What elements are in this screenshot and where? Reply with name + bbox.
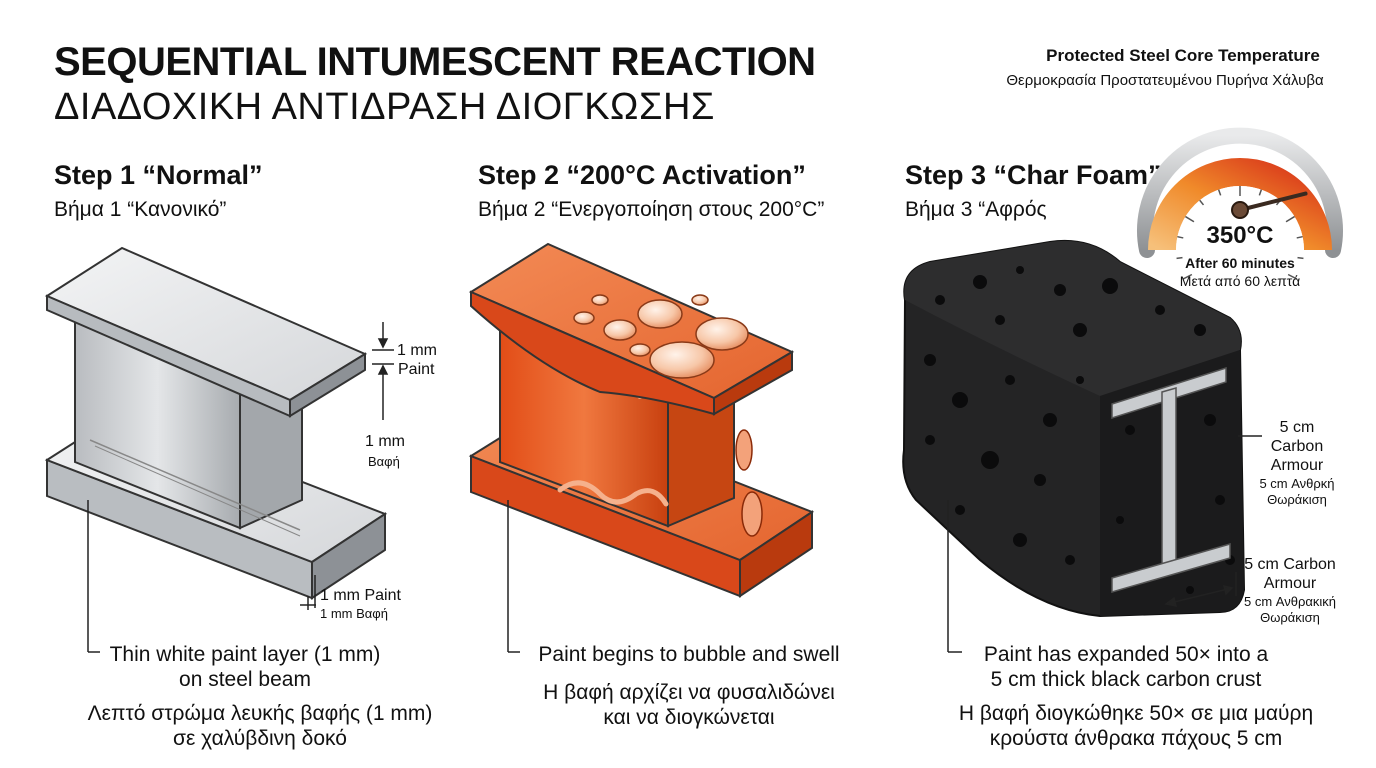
beam1-dimension-lines: [87, 322, 394, 653]
main-subtitle: ΔΙΑΔΟΧΙΚΗ ΑΝΤΙΔΡΑΣΗ ΔΙΟΓΚΩΣΗΣ: [54, 86, 715, 128]
gauge-value: 350°C: [1206, 222, 1274, 249]
step1-subtitle: Βήμα 1 “Κανονικό”: [54, 198, 227, 221]
block3-right-label-2: Armour: [1270, 457, 1324, 474]
gauge-tick: [1285, 215, 1295, 223]
step1-caption-gr-1: Λεπτό στρώμα λευκής βαφής (1 mm): [87, 702, 433, 725]
step2-subtitle: Βήμα 2 “Ενεργοποίηση στους 200°C”: [478, 198, 825, 221]
step1-title: Step 1 “Normal”: [54, 160, 263, 190]
beam1-top-thickness: 1 mm: [397, 342, 437, 359]
gauge-subtitle: Θερμοκρασία Προστατευμένου Πυρήνα Χάλυβα: [1006, 72, 1324, 89]
block3-bottom-label-2: Armour: [1263, 575, 1317, 592]
beam1-bottom-label-gr: 1 mm Βαφή: [320, 606, 388, 621]
step2-title: Step 2 “200°C Activation”: [478, 160, 806, 190]
step3-title: Step 3 “Char Foam”: [905, 160, 1162, 190]
gauge-tick: [1287, 273, 1298, 280]
block3-bottom-label-1: 5 cm Carbon: [1244, 556, 1336, 573]
step3-subtitle: Βήμα 3 “Αφρός: [905, 198, 1047, 221]
gauge-tick: [1217, 189, 1222, 196]
beam1-top-label: Paint: [398, 361, 435, 378]
gauge-needle: [1231, 191, 1308, 219]
gauge-tick: [1182, 273, 1193, 280]
block3-bottom-label-gr-1: 5 cm Ανθρακική: [1244, 594, 1336, 609]
gauge-tick: [1176, 256, 1183, 260]
gauge-tick: [1296, 235, 1303, 239]
beam2-leader-line: [507, 500, 520, 653]
step2-caption-gr-2: και να διογκώνεται: [603, 706, 775, 729]
gauge-tick: [1297, 256, 1304, 260]
block3-right-label-gr-1: 5 cm Ανθρκή: [1259, 476, 1335, 491]
main-title: SEQUENTIAL INTUMESCENT REACTION: [54, 40, 816, 84]
step3-caption-gr-2: κρούστα άνθρακα πάχους 5 cm: [989, 727, 1283, 750]
gauge-note-gr: Μετά από 60 λεπτά: [1179, 273, 1301, 289]
gauge-tick: [1185, 215, 1195, 223]
step1-caption-en-2: on steel beam: [179, 668, 311, 691]
step1-caption-gr-2: σε χαλύβδινη δοκό: [173, 727, 347, 750]
beam1-mid-thickness: 1 mm: [365, 433, 405, 450]
beam1-mid-label: Βαφή: [368, 454, 400, 469]
steel-beam-normal: [44, 246, 388, 600]
step3-caption-en-2: 5 cm thick black carbon crust: [990, 668, 1262, 691]
gauge-title: Protected Steel Core Temperature: [1046, 46, 1320, 65]
gauge-tick: [1199, 199, 1205, 206]
block3-dimension-lines: [947, 435, 1262, 653]
block3-right-label-1: Carbon: [1270, 438, 1324, 455]
step3-caption-gr-1: Η βαφή διογκώθηκε 50× σε μια μαύρη: [958, 702, 1314, 725]
gauge-note: After 60 minutes: [1185, 255, 1295, 271]
gauge-tick: [1258, 189, 1263, 196]
step2-caption-en-1: Paint begins to bubble and swell: [538, 643, 840, 666]
step1-caption-en-1: Thin white paint layer (1 mm): [109, 643, 381, 666]
block3-right-thickness: 5 cm: [1279, 419, 1315, 436]
gauge-tick: [1177, 235, 1184, 239]
beam1-bottom-label: 1 mm Paint: [320, 587, 401, 604]
beam-activated-bubbling: [468, 242, 815, 598]
step3-caption-en-1: Paint has expanded 50× into a: [983, 643, 1269, 666]
block3-bottom-label-gr-2: Θωράκιση: [1260, 610, 1320, 625]
block3-right-label-gr-2: Θωράκιση: [1267, 492, 1327, 507]
step2-caption-gr-1: Η βαφή αρχίζει να φυσαλιδώνει: [543, 681, 835, 704]
char-foam-block: [902, 239, 1246, 618]
